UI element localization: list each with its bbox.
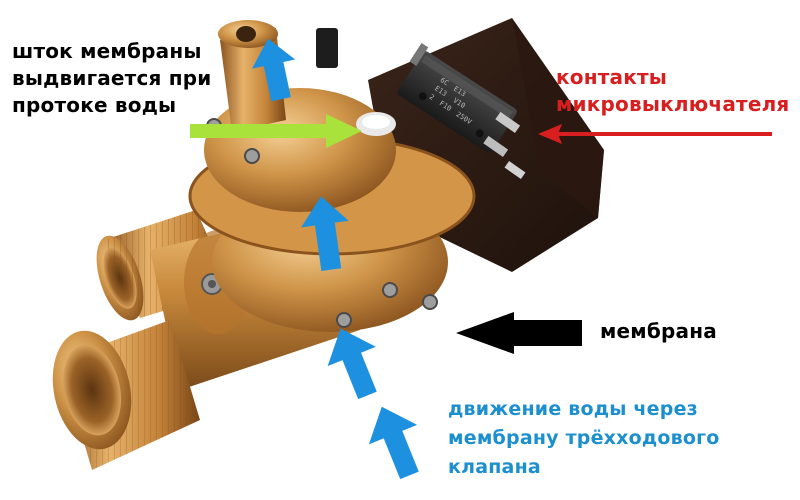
stem-label-line: протоке воды: [12, 93, 177, 117]
membrane-label: мембрана: [600, 318, 717, 345]
up-arrow-icon: [368, 406, 419, 480]
up-arrow-icon: [252, 38, 296, 102]
stem-label: шток мембраны выдвигается при протоке во…: [12, 38, 211, 119]
water-flow-label-line: движение воды через: [448, 398, 698, 420]
water-flow-label-line: клапана: [448, 456, 541, 478]
svg-text:6C: 6C: [439, 76, 450, 87]
stem-label-line: выдвигается при: [12, 66, 212, 90]
membrane-label-line: мембрана: [600, 319, 717, 343]
microswitch-contacts: [483, 111, 526, 180]
lower-fitting: [52, 320, 200, 470]
svg-text:2: 2: [428, 93, 436, 102]
left-pointer-arrow-icon: [538, 124, 772, 144]
contacts-label: контакты микровыключателя: [556, 64, 789, 118]
contacts-label-line: микровыключателя: [556, 92, 790, 116]
up-arrow-icon: [327, 328, 377, 400]
water-flow-label: движение воды через мембрану трёхходовог…: [448, 395, 719, 482]
right-pointer-arrow-icon: [190, 114, 362, 148]
water-flow-arrows: [252, 38, 419, 480]
stem-label-line: шток мембраны: [12, 39, 202, 63]
water-flow-label-line: мембрану трёхходового: [448, 427, 720, 449]
valve-body: [52, 20, 476, 470]
left-pointer-arrow-icon: [456, 312, 582, 354]
contacts-label-line: контакты: [556, 65, 668, 89]
microswitch: 6C E13 E13 V10 2 F10 250V: [397, 43, 517, 153]
up-arrow-icon: [301, 196, 349, 272]
